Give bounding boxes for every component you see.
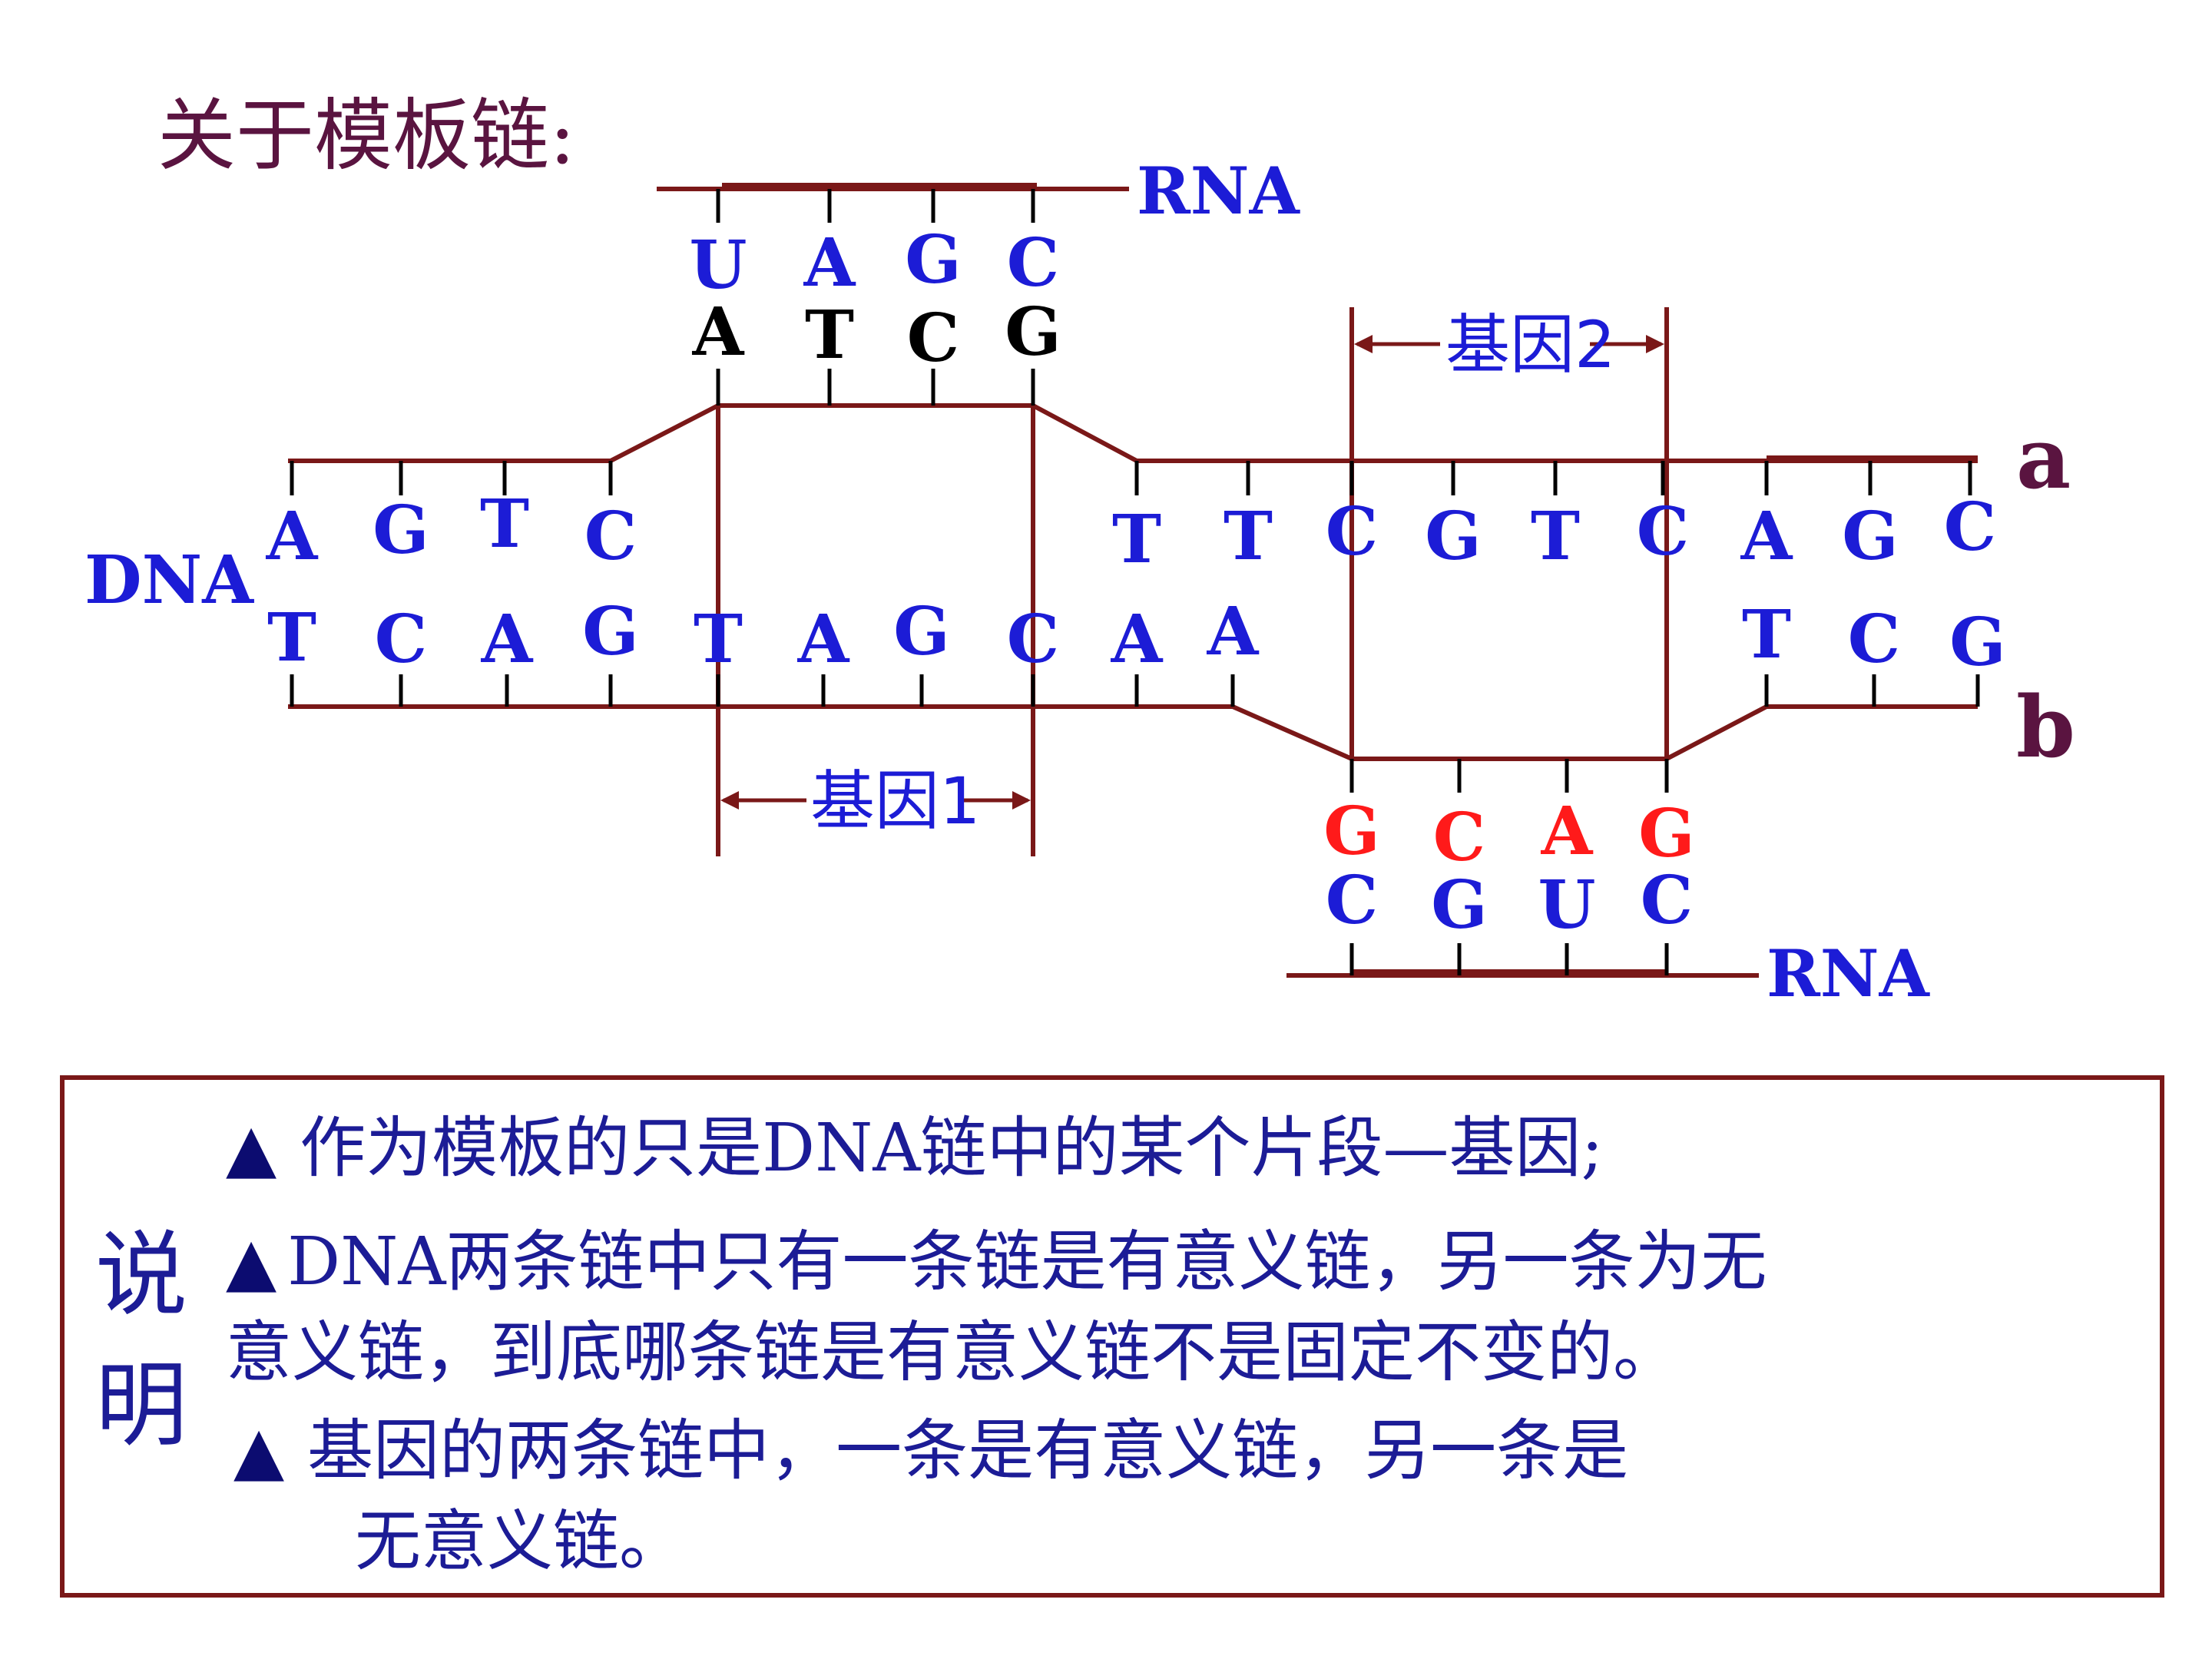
strand-b-base: C [1007, 601, 1059, 678]
strand-a-base: G [1425, 498, 1481, 575]
triangle-bullet-icon: ▲ [233, 1412, 285, 1489]
strand-b-base: G [893, 593, 949, 671]
strand-a-label: a [2016, 409, 2071, 508]
strand-b-base: A [797, 601, 850, 678]
dna-label: DNA [84, 541, 254, 619]
note-item-2-cont: 意义链，到底哪条链是有意义链不是固定不变的。 [226, 1307, 1679, 1398]
gene1-arrowhead-left [720, 791, 739, 810]
strand-b-base: T [694, 601, 743, 678]
strand-a-base: G [1842, 498, 1898, 575]
strand-a-base: C [1326, 493, 1378, 571]
note-item-2: ▲DNA两条链中只有一条链是有意义链，另一条为无 [226, 1217, 1767, 1307]
gene2-template-base: G [1638, 795, 1694, 873]
rna-top-base: U [690, 227, 747, 304]
transcription-diagram: 关于模板链: RNA RNA 基因1 基因2 DNA a [84, 91, 2075, 1012]
note-item-1: ▲ 作为模板的只是DNA链中的某个片段—基因; [226, 1103, 1603, 1194]
rna-bottom-base: G [1431, 866, 1487, 944]
strand-b-base: A [481, 601, 534, 678]
strand-a-base: G [373, 492, 429, 569]
strand-b-base: G [1949, 604, 2005, 681]
strand-a-base: C [1637, 493, 1689, 571]
strand-a-base: A [266, 498, 319, 575]
strand-a-base: T [1224, 498, 1273, 575]
rna-bottom-base: C [1641, 862, 1693, 939]
strand-a-base: T [1531, 498, 1580, 575]
gene2-template-base: G [1323, 793, 1379, 870]
gene1-label: 基因1 [810, 763, 980, 839]
strand-b-base: T [1742, 596, 1791, 674]
triangle-bullet-icon: ▲ [226, 1224, 277, 1300]
gene2-template-base: A [1541, 793, 1594, 870]
strand-b-label: b [2016, 677, 2075, 777]
strand-b-base: A [1207, 593, 1260, 671]
strand-b-line [288, 704, 1978, 761]
strand-a-base: C [1944, 488, 1996, 566]
base-ticks [290, 189, 1980, 975]
gene2-label: 基因2 [1445, 307, 1615, 382]
gene1-template-base: T [805, 296, 854, 374]
note-text-2: DNA两条链中只有一条链是有意义链，另一条为无 [287, 1224, 1767, 1300]
notes-box: 说明 ▲作为模板的只是DNA链中的某个片段—基因; ▲DNA两条链中只有一条链是… [60, 1075, 2164, 1598]
strand-a-base: T [1112, 501, 1161, 578]
strand-b-base: G [582, 593, 638, 671]
notes-heading: 说明 [95, 1222, 187, 1459]
gene1-arrowhead-right [1012, 791, 1031, 810]
strand-b-base: C [1848, 601, 1900, 678]
gene1-template-base: G [1005, 293, 1061, 371]
strand-a-base: T [480, 485, 529, 563]
gene2-template-base: C [1433, 799, 1485, 876]
rna-bottom-base: C [1326, 862, 1378, 939]
rna-top-label: RNA [1137, 153, 1301, 229]
rna-bottom-label: RNA [1767, 935, 1931, 1012]
strand-b-base: A [1111, 601, 1164, 678]
note-text-4: 基因的两条链中，一条是有意义链，另一条是 [307, 1412, 1629, 1489]
rna-bottom-base: U [1538, 866, 1596, 944]
note-text-3: 意义链，到底哪条链是有意义链不是固定不变的。 [226, 1314, 1679, 1391]
slide-title: 关于模板链: [157, 91, 575, 182]
note-item-3: ▲ 基因的两条链中，一条是有意义链，另一条是 [233, 1406, 1628, 1496]
gene1-template-base: C [907, 300, 959, 377]
gene1-template-base: A [692, 293, 745, 371]
strand-b-base: T [267, 599, 316, 677]
strand-a-base: C [584, 498, 637, 575]
note-text-1: 作为模板的只是DNA链中的某个片段—基因; [300, 1110, 1604, 1187]
rna-top-base: G [905, 221, 961, 299]
rna-top-base: A [803, 224, 856, 302]
note-text-5: 无意义链。 [355, 1503, 685, 1580]
strand-a-line [288, 403, 1978, 463]
strand-a-base: A [1740, 498, 1793, 575]
gene2-arrowhead-left [1354, 335, 1373, 353]
note-item-3-cont: 无意义链。 [355, 1496, 685, 1587]
rna-top-base: C [1007, 224, 1059, 302]
strand-b-base: C [375, 601, 427, 678]
triangle-bullet-icon: ▲ [226, 1110, 277, 1187]
gene2-arrowhead-right [1646, 335, 1664, 353]
